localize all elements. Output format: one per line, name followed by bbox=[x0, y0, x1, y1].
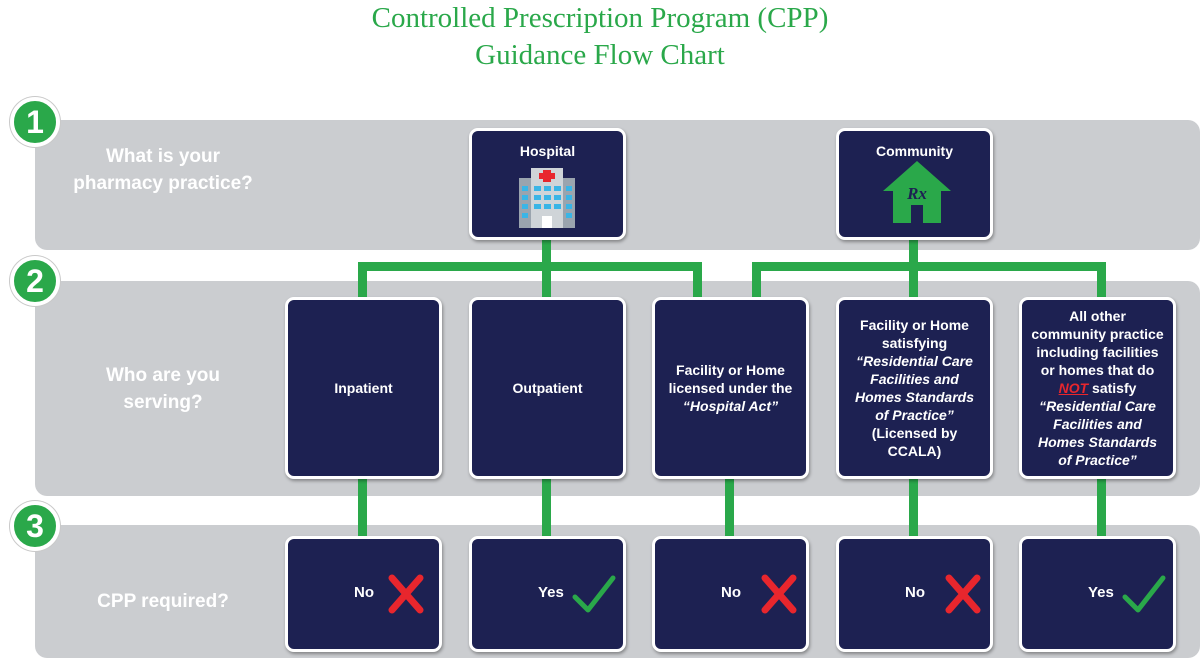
connector-inpatient-answer bbox=[358, 476, 367, 540]
outpatient-box: Outpatient bbox=[469, 297, 626, 479]
hospital-building-icon bbox=[519, 168, 575, 228]
answer-label: No bbox=[721, 584, 741, 601]
connector-community-bar bbox=[752, 262, 1106, 271]
answer-hospital-act: No bbox=[652, 536, 809, 652]
step-badge-2: 2 bbox=[10, 256, 60, 306]
chart-title-line1: Controlled Prescription Program (CPP) bbox=[371, 2, 829, 34]
house-rx-icon: Rx bbox=[883, 161, 951, 223]
community-label: Community bbox=[876, 143, 953, 159]
connector-community-left-drop bbox=[752, 262, 761, 300]
red-x-icon bbox=[761, 574, 797, 614]
green-check-icon bbox=[572, 575, 616, 613]
community-box: Community Rx bbox=[836, 128, 993, 240]
connector-community-down bbox=[909, 238, 918, 268]
inpatient-box: Inpatient bbox=[285, 297, 442, 479]
red-x-icon bbox=[388, 574, 424, 614]
step-badge-1: 1 bbox=[10, 97, 60, 147]
hospital-box: Hospital bbox=[469, 128, 626, 240]
answer-other-community: Yes bbox=[1019, 536, 1176, 652]
step3-question: CPP required? bbox=[97, 591, 229, 612]
hospital-act-text: Facility or Home licensed under the bbox=[668, 362, 793, 396]
connector-other-drop bbox=[1097, 262, 1106, 300]
rcf-licensed: (Licensed by CCALA) bbox=[871, 425, 958, 459]
outpatient-label: Outpatient bbox=[512, 380, 583, 396]
connector-hospital-down bbox=[542, 238, 551, 268]
connector-outpatient-drop bbox=[542, 262, 551, 300]
other-satisfy: satisfy bbox=[1092, 380, 1137, 396]
other-not-emphasis: NOT bbox=[1058, 380, 1089, 396]
step1-question: What is your pharmacy practice? bbox=[73, 146, 253, 194]
hospital-act-italic: “Hospital Act” bbox=[682, 398, 779, 414]
inpatient-label: Inpatient bbox=[334, 380, 393, 396]
answer-label: No bbox=[905, 584, 925, 601]
step2-question: Who are you serving? bbox=[105, 365, 220, 413]
rcf-text: Facility or Home satisfying bbox=[860, 317, 969, 351]
answer-label: No bbox=[354, 584, 374, 601]
step-badge-3: 3 bbox=[10, 501, 60, 551]
connector-other-answer bbox=[1097, 476, 1106, 540]
chart-title-line2: Guidance Flow Chart bbox=[475, 39, 725, 71]
connector-inpatient-drop bbox=[358, 262, 367, 300]
hospital-act-box: Facility or Home licensed under the “Hos… bbox=[652, 297, 809, 479]
rx-symbol: Rx bbox=[906, 184, 927, 203]
connector-rcf-answer bbox=[909, 476, 918, 540]
hospital-label: Hospital bbox=[519, 143, 576, 159]
connector-outpatient-answer bbox=[542, 476, 551, 540]
green-check-icon bbox=[1122, 575, 1166, 613]
answer-label: Yes bbox=[1088, 584, 1114, 601]
rcf-italic: “Residential Care Facilities and Homes S… bbox=[854, 353, 975, 423]
answer-inpatient: No bbox=[285, 536, 442, 652]
other-text: All other community practice including f… bbox=[1031, 308, 1164, 378]
connector-rcf-drop bbox=[909, 262, 918, 300]
answer-label: Yes bbox=[538, 584, 564, 601]
connector-hospital-act-answer bbox=[725, 476, 734, 540]
connector-hospital-bar bbox=[358, 262, 702, 271]
other-italic: “Residential Care Facilities and Homes S… bbox=[1037, 398, 1158, 468]
answer-outpatient: Yes bbox=[469, 536, 626, 652]
red-x-icon bbox=[945, 574, 981, 614]
answer-residential-care: No bbox=[836, 536, 993, 652]
residential-care-box: Facility or Home satisfying “Residential… bbox=[836, 297, 993, 479]
other-community-box: All other community practice including f… bbox=[1019, 297, 1176, 479]
connector-hospital-act-drop bbox=[693, 262, 702, 300]
